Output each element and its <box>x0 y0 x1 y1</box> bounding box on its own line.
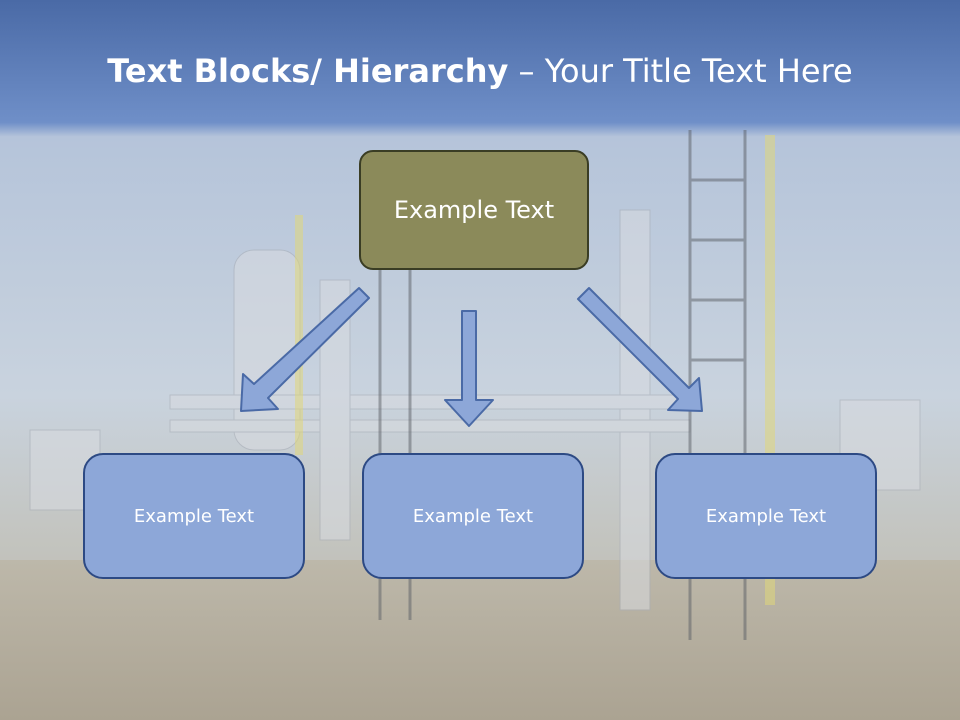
title-rest: Your Title Text Here <box>544 52 853 90</box>
title-dash: – <box>508 52 545 90</box>
top-box: Example Text <box>359 150 589 270</box>
slide-title: Text Blocks/ Hierarchy – Your Title Text… <box>0 52 960 90</box>
child-box-middle: Example Text <box>362 453 584 579</box>
child-box-right: Example Text <box>655 453 877 579</box>
title-bold: Text Blocks/ Hierarchy <box>107 52 509 90</box>
child-box-left: Example Text <box>83 453 305 579</box>
